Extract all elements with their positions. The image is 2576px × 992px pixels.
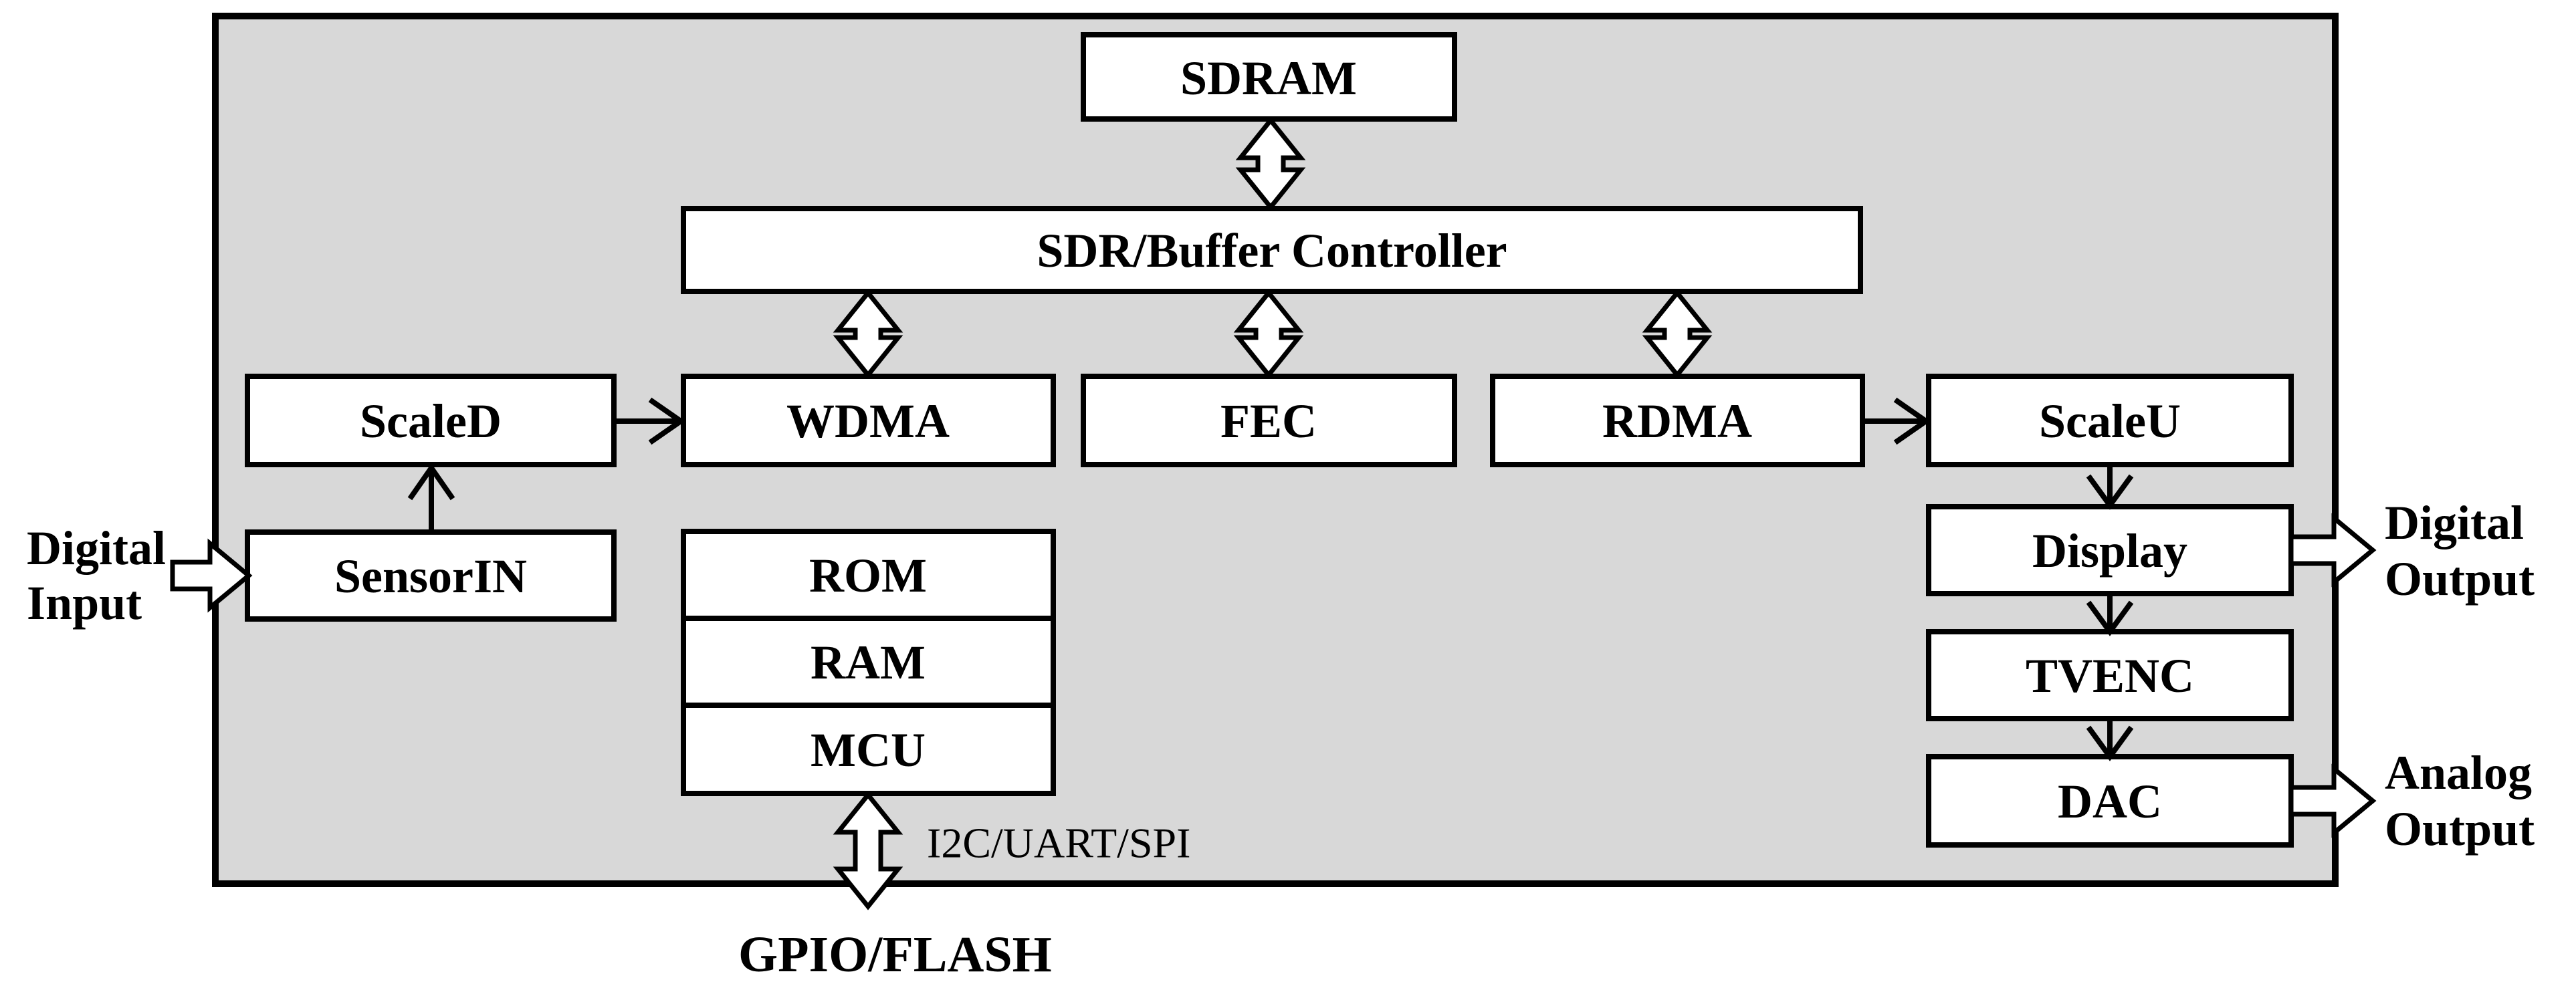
block-scaleu-label: ScaleU <box>2039 394 2181 448</box>
flow-arrow-tvenc-dac-icon <box>2086 720 2134 761</box>
bus-arrow-controller-fec-icon <box>1233 289 1304 379</box>
input-arrow-digital-input-icon <box>170 538 253 613</box>
block-ram: RAM <box>681 616 1056 708</box>
block-sdram: SDRAM <box>1081 32 1457 122</box>
block-fec-label: FEC <box>1220 394 1317 448</box>
label-digital-output: Digital Output <box>2385 496 2535 606</box>
block-mcu: MCU <box>681 703 1056 796</box>
flow-arrow-display-tvenc-icon <box>2086 595 2134 636</box>
block-rom: ROM <box>681 529 1056 621</box>
block-fec: FEC <box>1081 374 1457 467</box>
block-sdr-buffer-controller-label: SDR/Buffer Controller <box>1037 224 1507 277</box>
block-display-box <box>1926 504 2294 596</box>
block-display-label: Display <box>2032 524 2187 578</box>
block-rdma-label: RDMA <box>1602 394 1752 448</box>
block-sensorin-label: SensorIN <box>334 549 527 603</box>
block-scaleu: ScaleU <box>1926 374 2294 467</box>
bus-arrow-sdram-controller-icon <box>1235 116 1306 211</box>
flow-arrow-sensorin-scaled-icon <box>407 463 455 531</box>
block-rom-box <box>681 529 1056 621</box>
block-rdma: RDMA <box>1490 374 1865 467</box>
label-analog-output-line2: Output <box>2385 802 2535 856</box>
block-tvenc-label: TVENC <box>2026 649 2194 703</box>
output-arrow-analog-output-icon <box>2288 763 2377 838</box>
block-scaled-label: ScaleD <box>360 394 502 448</box>
block-mcu-box <box>681 703 1056 796</box>
block-dac-label: DAC <box>2058 775 2162 828</box>
label-i2c-uart-spi: I2C/UART/SPI <box>927 820 1190 867</box>
block-wdma: WDMA <box>681 374 1056 467</box>
flow-arrow-scaled-wdma-icon <box>615 397 686 445</box>
block-mcu-label: MCU <box>811 723 926 777</box>
bus-arrow-controller-wdma-icon <box>833 289 903 379</box>
block-dac: DAC <box>1926 754 2294 848</box>
block-fec-box <box>1081 374 1457 467</box>
label-gpio-flash: GPIO/FLASH <box>738 926 1052 983</box>
label-digital-input-line2: Input <box>27 576 142 630</box>
block-scaled-box <box>245 374 617 467</box>
label-digital-output-line2: Output <box>2385 552 2535 606</box>
block-ram-label: RAM <box>811 636 926 689</box>
block-rom-label: ROM <box>809 549 927 602</box>
block-tvenc: TVENC <box>1926 629 2294 721</box>
block-scaled: ScaleD <box>245 374 617 467</box>
block-sdram-label: SDRAM <box>1180 51 1357 105</box>
block-rdma-box <box>1490 374 1865 467</box>
block-display: Display <box>1926 504 2294 596</box>
flow-arrow-scaleu-display-icon <box>2086 466 2134 510</box>
label-digital-output-line1: Digital <box>2385 496 2524 549</box>
block-wdma-label: WDMA <box>786 394 950 448</box>
label-analog-output: Analog Output <box>2385 746 2535 856</box>
label-digital-input: Digital Input <box>27 521 166 630</box>
output-arrow-digital-output-icon <box>2288 513 2377 588</box>
flow-arrow-rdma-scaleu-icon <box>1864 397 1931 445</box>
label-analog-output-line1: Analog <box>2385 746 2532 799</box>
block-sensorin: SensorIN <box>245 529 617 622</box>
block-ram-box <box>681 616 1056 708</box>
bus-arrow-mcu-gpio-icon <box>833 791 903 910</box>
block-sdr-buffer-controller: SDR/Buffer Controller <box>681 206 1863 294</box>
bus-arrow-controller-rdma-icon <box>1642 289 1713 379</box>
label-digital-input-line1: Digital <box>27 521 166 575</box>
